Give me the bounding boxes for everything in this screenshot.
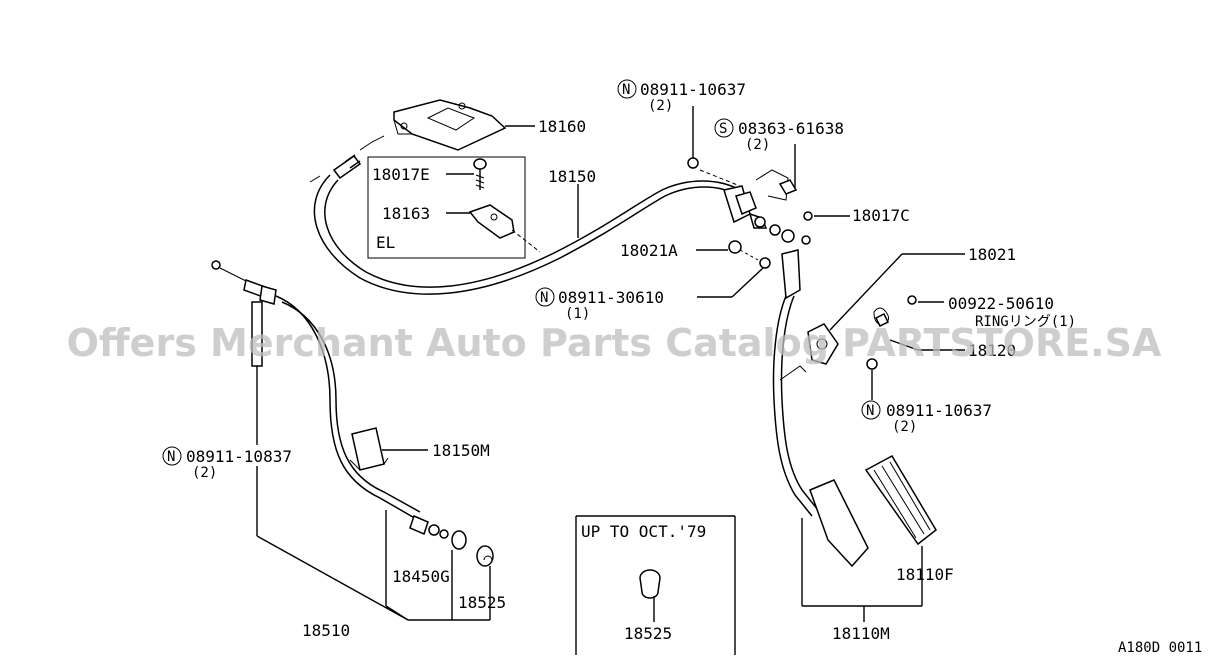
label-18021: 18021	[968, 245, 1016, 264]
label-08911-10837: 08911-10837	[186, 447, 292, 466]
inset-up-to-oct-79	[575, 515, 736, 655]
watermark: Offers Merchant Auto Parts Catalog PARTS…	[67, 321, 1162, 365]
label-08911-10637-top: 08911-10637	[640, 80, 746, 99]
n-symbol-right	[861, 400, 881, 420]
n-symbol-left-letter: N	[167, 449, 175, 465]
n-symbol-top-letter: N	[622, 82, 630, 98]
label-18150M: 18150M	[432, 441, 490, 460]
label-up-to-oct-79: UP TO OCT.'79	[581, 522, 706, 541]
qty-08911-10637-top: (2)	[648, 98, 673, 114]
label-18110M: 18110M	[832, 624, 890, 643]
label-18450G: 18450G	[392, 567, 450, 586]
label-08911-30610: 08911-30610	[558, 288, 664, 307]
s-symbol	[714, 118, 734, 138]
label-18110F: 18110F	[896, 565, 954, 584]
bracket-18160	[393, 99, 535, 151]
qty-08363-61638: (2)	[745, 137, 770, 153]
label-ring: RINGリング(1)	[975, 314, 1076, 330]
accelerator-cable-18150	[309, 135, 741, 295]
label-18021A: 18021A	[620, 241, 678, 260]
qty-08911-10837: (2)	[192, 465, 217, 481]
label-18163: 18163	[382, 204, 430, 223]
label-18525: 18525	[458, 593, 506, 612]
leader-18510	[256, 366, 491, 621]
throttle-cable-18510	[211, 260, 494, 567]
n-symbol-left	[162, 446, 182, 466]
diagram-code: A180D 0011	[1118, 640, 1202, 656]
label-18160: 18160	[538, 117, 586, 136]
el-inset-box	[367, 156, 526, 259]
pedal-bracket-assembly	[687, 106, 965, 568]
n-symbol-right-letter: N	[866, 403, 874, 419]
label-18525-inset: 18525	[624, 624, 672, 643]
label-18017C: 18017C	[852, 206, 910, 225]
n-symbol-mid	[535, 287, 555, 307]
label-18017E: 18017E	[372, 165, 430, 184]
label-08911-10637-right: 08911-10637	[886, 401, 992, 420]
n-symbol-mid-letter: N	[540, 290, 548, 306]
qty-08911-30610: (1)	[565, 306, 590, 322]
label-18120: 18120	[968, 341, 1016, 360]
label-18150: 18150	[548, 167, 596, 186]
leader-18110M	[801, 518, 923, 622]
label-00922-50610: 00922-50610	[948, 294, 1054, 313]
label-el: EL	[376, 233, 395, 252]
s-symbol-letter: S	[719, 121, 727, 137]
qty-08911-10637-right: (2)	[892, 419, 917, 435]
label-18510: 18510	[302, 621, 350, 640]
label-08363-61638: 08363-61638	[738, 119, 844, 138]
n-symbol-top	[617, 79, 637, 99]
